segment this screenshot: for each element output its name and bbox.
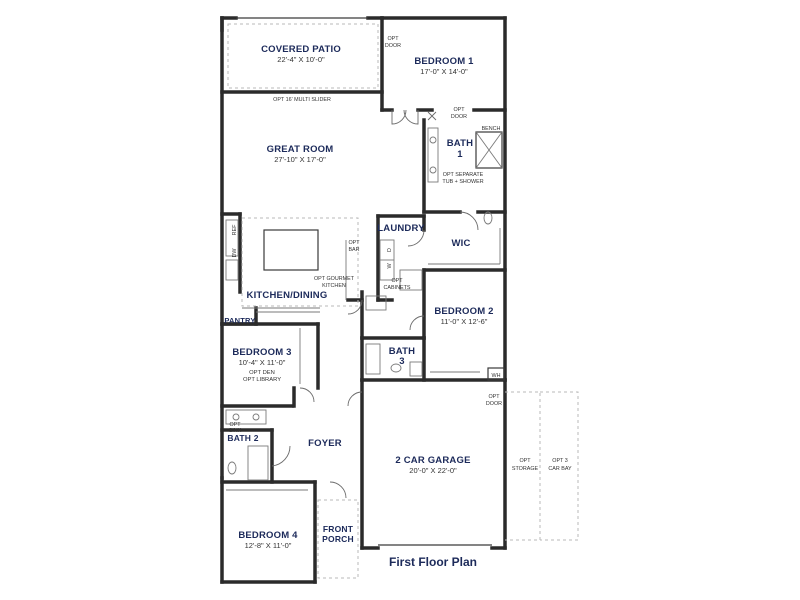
note-opt-door-bed1-b: DOOR [385, 43, 401, 49]
wic-label: WIC [451, 238, 470, 249]
bath3-number: 3 [399, 356, 404, 367]
bedroom4-dims: 12'-8" X 11'-0" [245, 541, 292, 550]
note-opt-slider: OPT 16' MULTI SLIDER [273, 97, 331, 103]
note-opt-door-bed1: OPT [387, 36, 399, 42]
doors [271, 109, 479, 499]
great-room-label: GREAT ROOM [267, 144, 334, 155]
note-opt-storage-b: STORAGE [512, 466, 539, 472]
bath1-label: BATH [447, 138, 473, 149]
garage-dims: 20'-0" X 22'-0" [409, 466, 457, 475]
note-opt-car-bay: OPT 3 [552, 458, 567, 464]
note-wh: WH [492, 373, 501, 379]
note-opt-gourmet-b: KITCHEN [322, 283, 346, 289]
bath1-number: 1 [457, 149, 463, 160]
garage-label: 2 CAR GARAGE [395, 455, 470, 466]
note-opt-tub-b: TUB + SHOWER [442, 179, 483, 185]
note-opt-car-bay-b: CAR BAY [548, 466, 572, 472]
covered-patio-label: COVERED PATIO [261, 44, 341, 55]
note-opt-sink-b: SINK [229, 428, 242, 434]
note-opt-door-garage: OPT [488, 394, 500, 400]
bath2-label: BATH 2 [227, 433, 258, 443]
note-opt-bar: OPT [348, 240, 360, 246]
pantry-label: PANTRY [224, 316, 255, 325]
bedroom3-opt-library: OPT LIBRARY [243, 377, 281, 383]
bedroom3-opt-den: OPT DEN [249, 370, 275, 376]
note-bench: BENCH [482, 126, 501, 132]
interior-walls [220, 118, 507, 484]
bedroom2-label: BEDROOM 2 [434, 306, 493, 317]
note-opt-bar-b: BAR [348, 247, 359, 253]
note-dryer: D [387, 248, 393, 252]
note-opt-door-bath1-b: DOOR [451, 114, 467, 120]
bedroom1-dims: 17'-0" X 14'-0" [420, 67, 468, 76]
note-dw: DW [232, 248, 238, 258]
note-opt-sink: OPT [229, 422, 241, 428]
note-opt-door-bath1: OPT [453, 107, 465, 113]
exterior-walls [220, 16, 507, 584]
bedroom3-label: BEDROOM 3 [232, 347, 291, 358]
plan-notes: OPT DOOR OPT 16' MULTI SLIDER OPT DOOR B… [229, 36, 572, 472]
bedroom4-label: BEDROOM 4 [238, 530, 298, 541]
note-ref: REF [232, 224, 238, 235]
note-opt-cabinets-b: CABINETS [384, 285, 411, 291]
fixtures [225, 17, 579, 579]
laundry-label: LAUNDRY [377, 223, 425, 234]
bedroom3-dims: 10'-4" X 11'-0" [239, 358, 286, 367]
great-room-dims: 27'-10" X 17'-0" [274, 155, 326, 164]
foyer-label: FOYER [308, 438, 342, 449]
kitchen-dining-label: KITCHEN/DINING [247, 290, 328, 301]
front-porch-label-2: PORCH [322, 534, 354, 544]
note-opt-storage: OPT [519, 458, 531, 464]
note-opt-gourmet: OPT GOURMET [314, 276, 355, 282]
note-washer: W [387, 263, 393, 269]
note-opt-tub: OPT SEPARATE [443, 172, 484, 178]
bedroom1-label: BEDROOM 1 [414, 56, 474, 67]
front-porch-label: FRONT [323, 524, 354, 534]
plan-caption: First Floor Plan [389, 555, 477, 569]
bedroom2-dims: 11'-0" X 12'-6" [441, 317, 488, 326]
note-opt-door-garage-b: DOOR [486, 401, 502, 407]
covered-patio-dims: 22'-4" X 10'-0" [277, 55, 325, 64]
room-labels: COVERED PATIO 22'-4" X 10'-0" BEDROOM 1 … [224, 44, 493, 550]
bath3-label: BATH [389, 346, 415, 357]
note-opt-cabinets: OPT [391, 278, 403, 284]
